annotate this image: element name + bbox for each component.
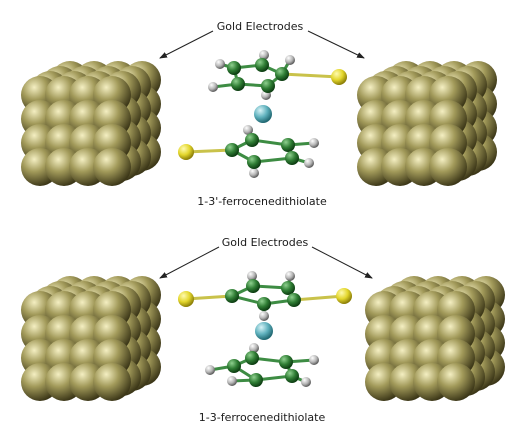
hydrogen-atom: [243, 125, 253, 135]
carbon-atom: [227, 359, 241, 373]
gold-atom: [437, 363, 475, 401]
carbon-atom: [281, 281, 295, 295]
hydrogen-atom: [249, 168, 259, 178]
carbon-atom: [255, 58, 269, 72]
electrode-label: Gold Electrodes: [222, 236, 309, 249]
hydrogen-atom: [208, 82, 218, 92]
upper-ring: [208, 50, 347, 100]
carbon-atom: [287, 293, 301, 307]
hydrogen-atom: [205, 365, 215, 375]
hydrogen-atom: [309, 138, 319, 148]
carbon-atom: [275, 67, 289, 81]
sulfur-atom: [178, 144, 194, 160]
molecule-label: 1-3'-ferrocenedithiolate: [197, 195, 327, 208]
carbon-atom: [247, 155, 261, 169]
gold-electrode-right: [365, 276, 505, 401]
gold-electrode-left: [21, 61, 161, 186]
hydrogen-atom: [249, 343, 259, 353]
carbon-atom: [225, 143, 239, 157]
hydrogen-atom: [215, 59, 225, 69]
carbon-atom: [249, 373, 263, 387]
arrow-right-electrode: [311, 246, 373, 279]
hydrogen-atom: [247, 271, 257, 281]
arrow-left-electrode: [159, 30, 214, 59]
carbon-atom: [285, 369, 299, 383]
arrow-left-electrode: [159, 246, 220, 279]
gold-atom: [429, 148, 467, 186]
hydrogen-atom: [309, 355, 319, 365]
carbon-atom: [285, 151, 299, 165]
iron-atom: [254, 105, 272, 123]
hydrogen-atom: [301, 377, 311, 387]
carbon-atom: [245, 351, 259, 365]
upper-ring: [178, 271, 352, 321]
carbon-atom: [281, 138, 295, 152]
carbon-atom: [261, 79, 275, 93]
hydrogen-atom: [259, 50, 269, 60]
sulfur-atom: [178, 291, 194, 307]
sulfur-atom: [331, 69, 347, 85]
gold-electrode-right: [357, 61, 497, 186]
hydrogen-atom: [227, 376, 237, 386]
carbon-atom: [257, 297, 271, 311]
carbon-atom: [231, 77, 245, 91]
arrow-right-electrode: [307, 30, 365, 59]
carbon-atom: [245, 133, 259, 147]
hydrogen-atom: [285, 55, 295, 65]
iron-atom: [255, 322, 273, 340]
gold-atom: [93, 148, 131, 186]
hydrogen-atom: [259, 311, 269, 321]
ferrocene-molecule: [178, 271, 352, 387]
lower-ring: [178, 125, 319, 178]
gold-electrode-left: [21, 276, 161, 401]
ferrocene-molecule: [178, 50, 347, 178]
bond: [293, 294, 345, 302]
carbon-atom: [279, 355, 293, 369]
carbon-atom: [227, 61, 241, 75]
carbon-atom: [225, 289, 239, 303]
panel-bottom: Gold Electrodes: [21, 236, 505, 424]
hydrogen-atom: [285, 271, 295, 281]
hydrogen-atom: [304, 158, 314, 168]
lower-ring: [205, 343, 319, 387]
sulfur-atom: [336, 288, 352, 304]
bond: [281, 72, 340, 79]
molecule-label: 1-3-ferrocenedithiolate: [199, 411, 326, 424]
panel-top: Gold Electrodes: [21, 20, 497, 208]
electrode-label: Gold Electrodes: [217, 20, 304, 33]
carbon-atom: [246, 279, 260, 293]
gold-atom: [93, 363, 131, 401]
